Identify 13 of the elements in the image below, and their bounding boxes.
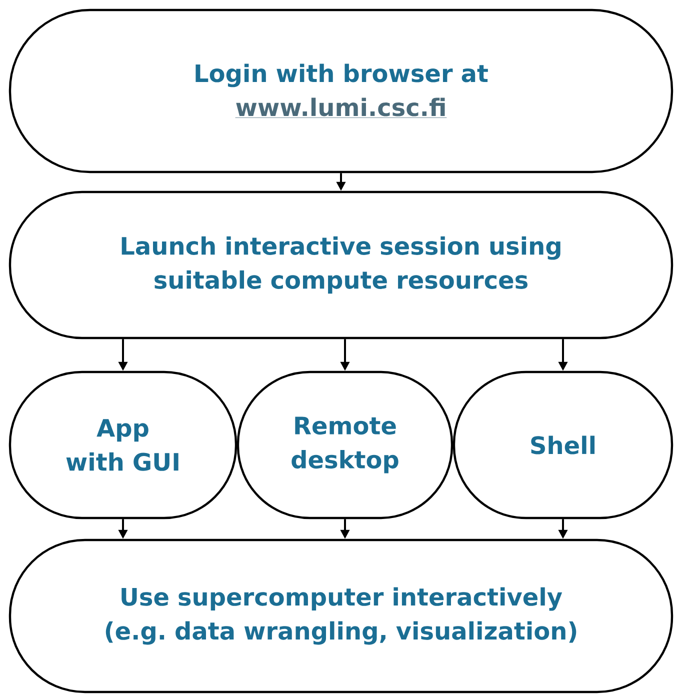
stadium-box	[236, 370, 454, 520]
stadium-box	[8, 538, 674, 694]
stadium-box	[452, 370, 674, 520]
node-text: Remote desktop	[292, 416, 398, 474]
stadium-box	[8, 8, 674, 174]
link: www.lumi.csc.fi	[235, 98, 447, 118]
node-text: Launch interactive session using suitable compute resources	[122, 236, 560, 294]
node-text: Login with browser at	[196, 64, 488, 88]
stadium-box	[8, 370, 238, 520]
stadium-box	[8, 190, 674, 340]
node-text: App with GUI	[66, 419, 178, 471]
node-text: Use supercomputer interactively (e.g. data wrangling, visualization)	[106, 587, 576, 645]
node-text: Shell	[531, 436, 595, 454]
